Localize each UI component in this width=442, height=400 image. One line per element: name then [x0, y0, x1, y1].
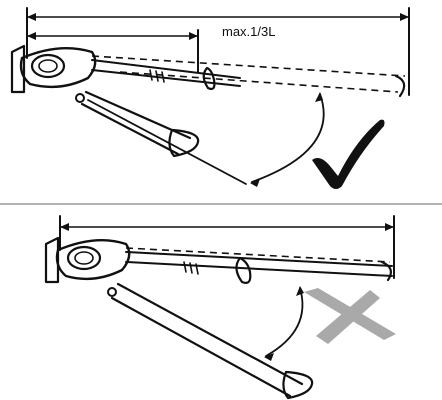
- bottom-panel: [44, 215, 396, 400]
- top-length-dimension: [26, 7, 410, 96]
- checkmark-icon: [312, 119, 385, 189]
- bottom-awning-arm: [44, 236, 393, 400]
- bottom-length-dimension: [59, 215, 395, 279]
- top-panel: max.1/3L: [10, 7, 410, 189]
- measurement-label: max.1/3L: [222, 24, 275, 39]
- top-third-dimension: [26, 29, 199, 73]
- cross-icon: [304, 288, 396, 344]
- top-awning-arm: [10, 44, 406, 187]
